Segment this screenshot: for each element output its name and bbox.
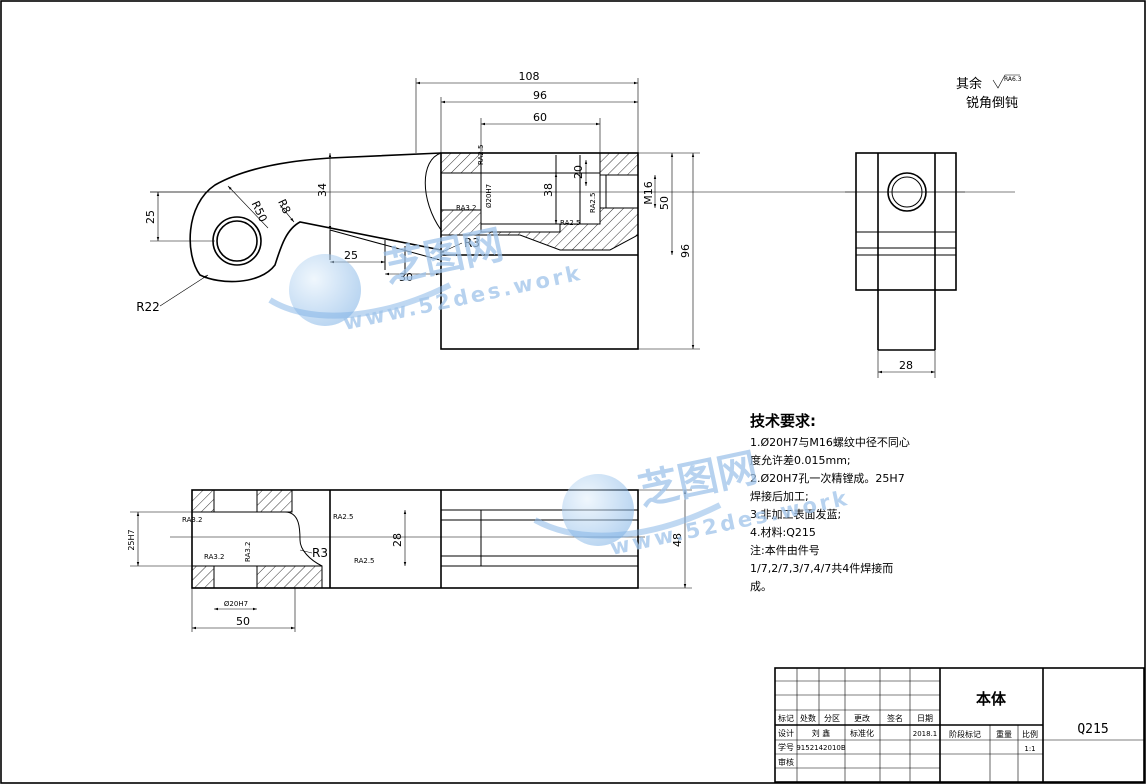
tech-line-2: 度允许差0.015mm;: [750, 453, 851, 467]
roughness-ra25-lower: RA2.5: [354, 557, 375, 565]
dim-r22: R22: [136, 300, 160, 314]
dim-50-top: 50: [236, 615, 250, 628]
tech-line-9: 成。: [750, 580, 772, 593]
dim-20: 20: [572, 165, 585, 179]
tech-line-1: 1.Ø20H7与M16螺纹中径不同心: [750, 435, 910, 449]
roughness-note-prefix: 其余: [956, 76, 982, 92]
label-zone: 分区: [824, 714, 840, 723]
dim-30: 30: [399, 271, 413, 284]
front-dimensions: 108 96 60 34 25 R50 R8 R22 R3 25 30: [136, 70, 700, 350]
student-id: 9152142010B: [796, 744, 846, 752]
dim-m16: M16: [642, 181, 655, 205]
dim-48: 48: [671, 533, 684, 547]
dim-96-right: 96: [679, 244, 692, 258]
dim-108: 108: [519, 70, 540, 83]
dim-50: 50: [658, 196, 671, 210]
label-scale: 比例: [1022, 729, 1038, 739]
dim-25-left: 25: [144, 210, 157, 224]
design-date: 2018.1: [913, 730, 938, 738]
roughness-ra32-top: RA3.2: [182, 516, 203, 524]
roughness-ra25-top-view: RA2.5: [333, 513, 354, 521]
label-student-no: 学号: [778, 742, 794, 752]
dim-25-slot: 25: [344, 249, 358, 262]
dim-r8: R8: [275, 197, 293, 216]
watermark-logo-icon: [289, 254, 361, 326]
dim-r3-top: R3: [312, 546, 328, 560]
edge-note: 锐角倒钝: [966, 96, 1018, 111]
roughness-ra25-inner: RA2.5: [560, 219, 581, 227]
general-notes: 其余 RA6.3 锐角倒钝: [956, 74, 1022, 111]
tech-title: 技术要求:: [750, 412, 816, 430]
dim-r50: R50: [249, 199, 270, 224]
designer-name: 刘 鑫: [812, 728, 831, 738]
dim-34: 34: [316, 183, 329, 197]
label-stage: 阶段标记: [949, 729, 981, 739]
label-standardize: 标准化: [850, 728, 874, 738]
label-weight: 重量: [996, 729, 1012, 739]
label-date: 日期: [917, 714, 933, 723]
label-sign: 签名: [887, 713, 903, 723]
label-review: 审核: [778, 757, 794, 767]
roughness-ra32: RA3.2: [456, 204, 477, 212]
roughness-note-value: RA6.3: [1004, 76, 1022, 83]
tech-line-7: 注:本件由件号: [750, 543, 820, 557]
watermark-name-2: 芝图网: [635, 445, 762, 515]
label-change: 更改: [854, 713, 870, 723]
label-mark: 标记: [778, 713, 794, 723]
tech-line-5: 3.非加工表面发蓝;: [750, 507, 841, 521]
front-view: [150, 152, 1015, 350]
label-design: 设计: [778, 728, 794, 738]
dim-25h7: 25H7: [127, 529, 136, 550]
roughness-ra32-bottom: RA3.2: [204, 553, 225, 561]
tech-line-6: 4.材料:Q215: [750, 525, 816, 539]
technical-requirements: 技术要求: 1.Ø20H7与M16螺纹中径不同心 度允许差0.015mm; 2.…: [750, 412, 910, 593]
title-block: 本体 Q215 标记 处数 分区 更改 签名 日期 设计 刘 鑫 标准化 201…: [774, 667, 1145, 783]
label-phi20h7: Ø20H7: [485, 184, 493, 208]
dim-96: 96: [533, 89, 547, 102]
top-view: 25H7 28 48 50 Ø20H7 R3 RA3.2 RA3.2 RA3.2…: [127, 489, 692, 632]
dim-38: 38: [542, 183, 555, 197]
watermark-logo-icon-2: [562, 474, 634, 546]
dim-28-top: 28: [391, 533, 404, 547]
material-value: Q215: [1077, 722, 1108, 737]
roughness-ra25-side: RA2.5: [589, 192, 597, 213]
side-view: 28: [845, 152, 965, 378]
dim-r3: R3: [464, 236, 480, 250]
dim-28-side: 28: [899, 359, 913, 372]
tech-line-3: 2.Ø20H7孔一次精镗成。25H7: [750, 471, 905, 485]
roughness-ra25-top: RA2.5: [477, 144, 485, 165]
tech-line-4: 焊接后加工;: [750, 489, 809, 503]
tech-line-8: 1/7,2/7,3/7,4/7共4件焊接而: [750, 561, 893, 575]
roughness-ra32-vertical: RA3.2: [244, 541, 252, 562]
label-count: 处数: [800, 713, 816, 723]
label-phi20h7-top: Ø20H7: [224, 600, 248, 608]
dim-60: 60: [533, 111, 547, 124]
part-name: 本体: [976, 690, 1007, 708]
scale-value: 1:1: [1024, 745, 1035, 753]
